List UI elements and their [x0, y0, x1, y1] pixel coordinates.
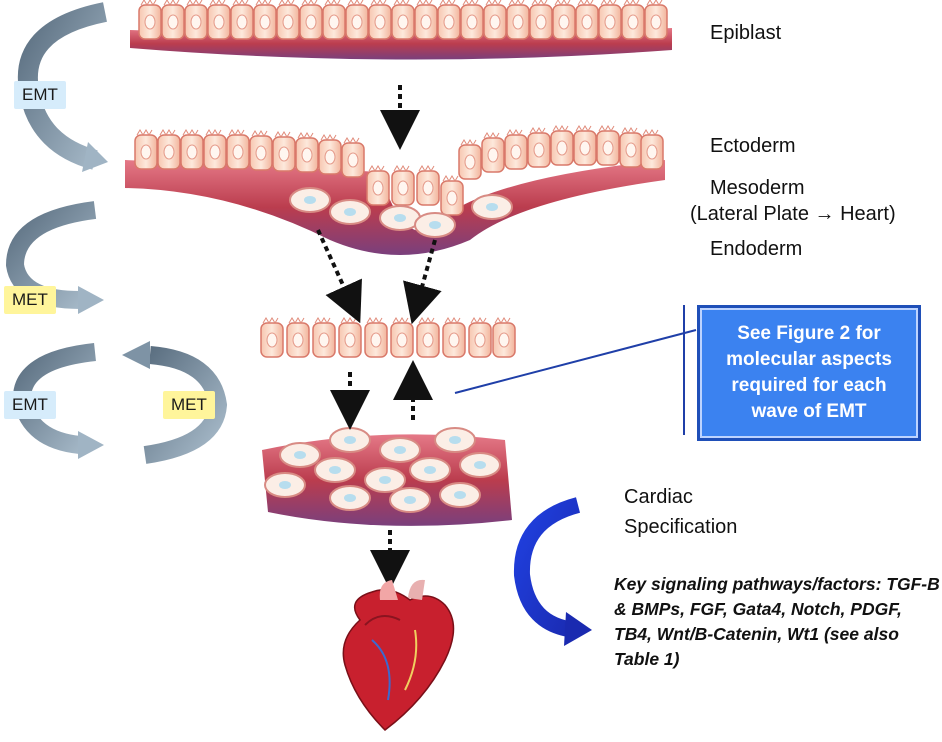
tag-emt-low: EMT	[4, 391, 56, 419]
tag-met-low: MET	[163, 391, 215, 419]
curved-arrow-icon	[513, 497, 592, 646]
gastrulation-layer	[125, 125, 665, 255]
epiblast-layer	[130, 0, 672, 60]
label-mesoderm-detail: (Lateral Plate → Heart)	[690, 203, 896, 225]
dotted-arrow-icon	[403, 239, 442, 325]
callout-text: See Figure 2 for molecular aspects requi…	[726, 323, 892, 422]
figure-2-callout: See Figure 2 for molecular aspects requi…	[697, 305, 921, 441]
epiblast-cells	[138, 0, 668, 40]
epithelial-layer	[260, 317, 516, 358]
tag-emt-top: EMT	[14, 81, 66, 109]
dotted-arrows	[316, 85, 442, 590]
label-ectoderm: Ectoderm	[710, 135, 796, 157]
mesenchymal-cluster	[262, 427, 512, 526]
tag-met-mid: MET	[4, 286, 56, 314]
label-cardiac-specification: Cardiac Specification	[624, 486, 738, 538]
signaling-pathways-text: Key signaling pathways/factors: TGF-B & …	[614, 574, 940, 669]
dotted-arrow-icon	[316, 229, 362, 324]
label-endoderm: Endoderm	[710, 238, 803, 260]
met-arrow-low	[122, 341, 228, 464]
callout-connector	[454, 329, 697, 394]
heart-icon	[342, 579, 455, 731]
label-epiblast: Epiblast	[710, 22, 782, 44]
label-mesoderm: Mesoderm	[710, 177, 805, 199]
